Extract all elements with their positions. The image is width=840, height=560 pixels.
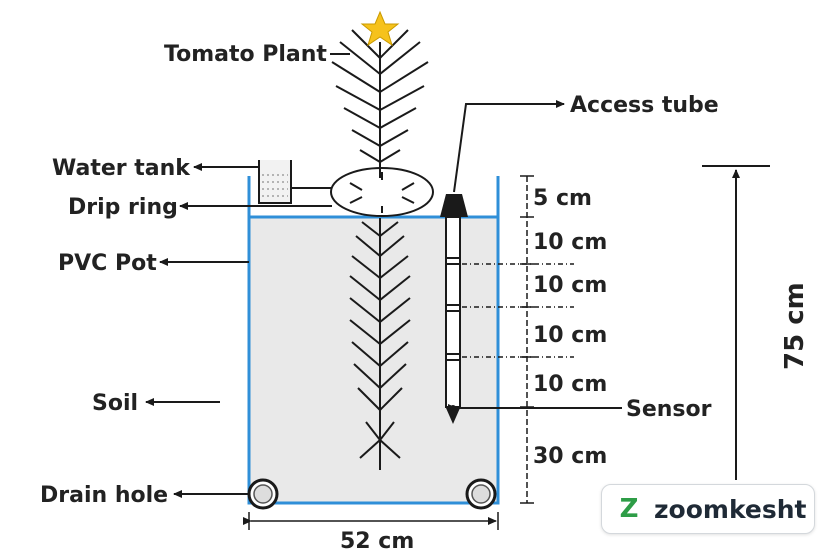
tomato-flower [360, 10, 400, 47]
zoomkesht-logo-text: zoomkesht [654, 494, 807, 524]
zoomkesht-logo-icon: Z [619, 494, 639, 524]
dim-layer-2: 10 cm [533, 273, 607, 298]
drip-ring [330, 167, 434, 217]
water-tank-label: Water tank [52, 156, 191, 181]
dim-pot-width: 52 cm [340, 529, 414, 554]
dim-layer-4: 10 cm [533, 372, 607, 397]
dim-top-gap: 5 cm [533, 186, 592, 211]
dim-pot-height: 75 cm [780, 282, 810, 370]
dim-layer-3: 10 cm [533, 323, 607, 348]
depth-scale [462, 175, 574, 504]
tomato-plant-label: Tomato Plant [164, 42, 327, 67]
root-system [349, 218, 411, 470]
access-tube-label: Access tube [570, 93, 719, 118]
soil-label: Soil [92, 391, 138, 416]
sensor-label: Sensor [626, 397, 712, 422]
zoomkesht-watermark: Z zoomkesht [601, 484, 815, 534]
access-tube [440, 194, 468, 424]
access-tube-arrow [453, 100, 565, 193]
dim-bottom: 30 cm [533, 444, 607, 469]
width-dimension [243, 512, 499, 530]
dim-layer-1: 10 cm [533, 230, 607, 255]
drain-hole-left [247, 478, 279, 510]
tomato-plant [331, 29, 429, 178]
drip-ring-label: Drip ring [68, 195, 178, 220]
drain-hole-right [465, 478, 497, 510]
height-dimension [702, 165, 770, 480]
drain-hole-label: Drain hole [40, 483, 168, 508]
pvc-pot-label: PVC Pot [58, 251, 157, 276]
pvc-pot-outline [247, 176, 500, 505]
water-tank [258, 160, 332, 204]
